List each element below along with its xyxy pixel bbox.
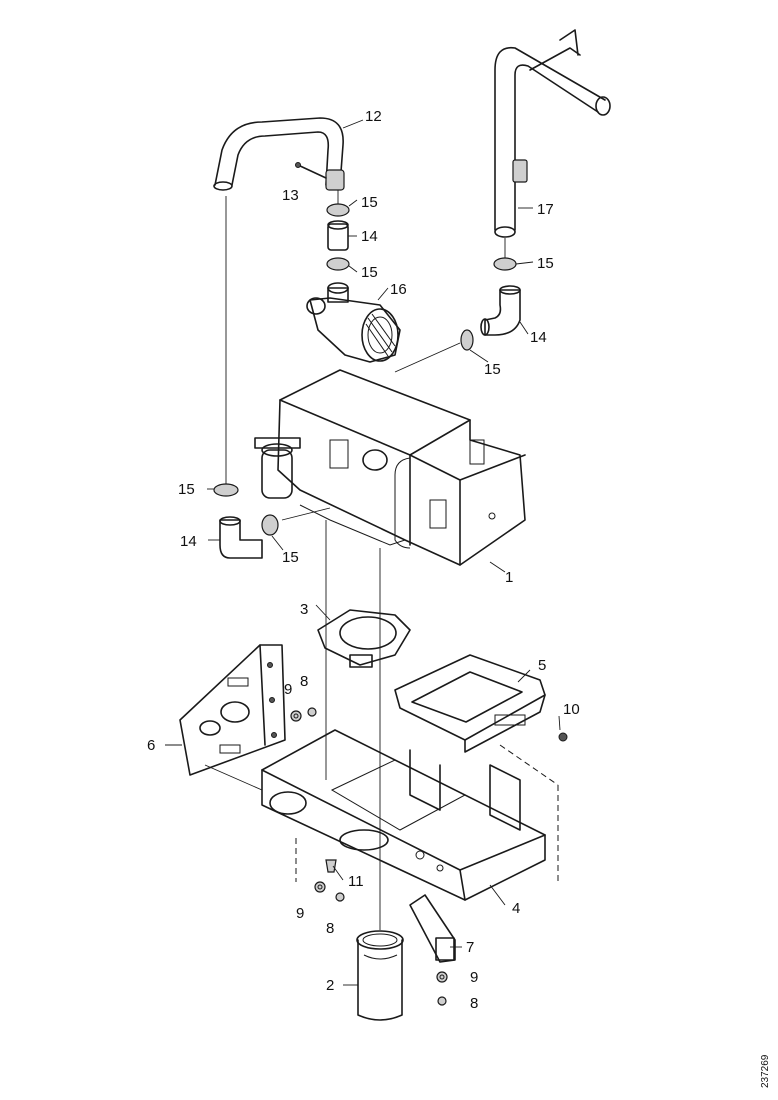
elbow-14-left <box>219 516 263 559</box>
tray-5 <box>394 654 546 753</box>
callout-14-right: 14 <box>530 329 547 346</box>
clamp-15-lower <box>261 514 279 536</box>
callout-15-left: 15 <box>178 481 195 498</box>
heater-1 <box>254 369 526 566</box>
clamp-15-left <box>213 483 239 497</box>
callout-15-right: 15 <box>537 255 554 272</box>
callout-7: 7 <box>466 939 474 956</box>
clamp-15-top <box>326 203 350 217</box>
screw-10 <box>558 732 568 742</box>
bracket-6 <box>179 644 286 776</box>
nut-8-bottom <box>437 996 447 1006</box>
nut-8-upper <box>307 707 317 717</box>
callout-8-left: 8 <box>326 920 334 937</box>
tube-2 <box>356 930 404 1021</box>
callout-15-side: 15 <box>484 361 501 378</box>
nut-8-left <box>335 892 345 902</box>
callout-12: 12 <box>365 108 382 125</box>
callout-5: 5 <box>538 657 546 674</box>
callout-9-left: 9 <box>296 905 304 922</box>
pump-16 <box>306 282 401 363</box>
callout-17: 17 <box>537 201 554 218</box>
bolt-11 <box>325 859 337 873</box>
callout-14-left: 14 <box>180 533 197 550</box>
callout-labels: 1 2 3 4 5 6 7 8 8 8 9 9 9 10 11 12 13 14… <box>147 108 580 1012</box>
callout-9-bottom: 9 <box>470 969 478 986</box>
reference-code: 237269 <box>760 1054 771 1088</box>
callout-9-upper: 9 <box>284 681 292 698</box>
clamp-15-mid <box>326 257 350 271</box>
callout-13: 13 <box>282 187 299 204</box>
washer-9-upper <box>290 710 302 722</box>
clamp-15-right <box>493 257 517 271</box>
callout-leaders <box>165 119 561 986</box>
assembly-lines <box>204 190 559 930</box>
callout-15-top: 15 <box>361 194 378 211</box>
clamp-15-side <box>460 329 474 351</box>
screw-13 <box>295 162 327 179</box>
callout-10: 10 <box>563 701 580 718</box>
washer-9-bottom <box>436 971 448 983</box>
callout-16: 16 <box>390 281 407 298</box>
callout-14-mid: 14 <box>361 228 378 245</box>
callout-6: 6 <box>147 737 155 754</box>
callout-8-upper: 8 <box>300 673 308 690</box>
hose-12 <box>213 117 345 191</box>
bracket-7 <box>409 894 456 963</box>
callout-15-mid: 15 <box>361 264 378 281</box>
callout-15-lower: 15 <box>282 549 299 566</box>
hose-14-short <box>327 220 349 251</box>
callout-8-bottom: 8 <box>470 995 478 1012</box>
gasket-3 <box>317 609 411 668</box>
callout-2: 2 <box>326 977 334 994</box>
pipe-17 <box>494 29 611 238</box>
callout-3: 3 <box>300 601 308 618</box>
callout-4: 4 <box>512 900 520 917</box>
base-frame-4 <box>261 729 546 901</box>
callout-1: 1 <box>505 569 513 586</box>
elbow-14-right <box>480 285 521 336</box>
callout-11: 11 <box>348 873 364 890</box>
washer-9-left <box>314 881 326 893</box>
